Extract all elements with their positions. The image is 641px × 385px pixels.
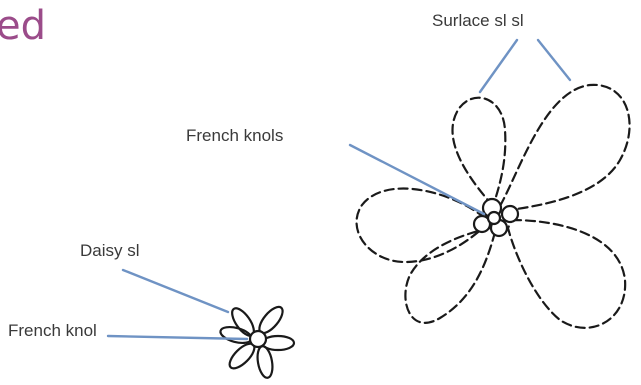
- large-flower-french-knots: [472, 197, 520, 238]
- label-surface-stitch: Surlace sl sl: [432, 11, 524, 30]
- french-knot-circle: [486, 210, 502, 226]
- leader-surface-right: [536, 38, 572, 82]
- leader-daisy: [121, 268, 230, 314]
- heading-fragment: ed: [0, 3, 46, 49]
- large-flower-petal-right: [506, 218, 627, 329]
- small-daisy-flower: [219, 305, 296, 379]
- french-knot-circle: [472, 214, 492, 234]
- large-flower-petal-left: [355, 187, 487, 264]
- leader-french-knot: [106, 334, 249, 341]
- leader-lines: [106, 38, 572, 341]
- label-daisy-stitch: Daisy sl: [80, 241, 140, 260]
- label-french-knot: French knol: [8, 321, 97, 340]
- large-flower: [355, 83, 631, 329]
- leader-surface-left: [478, 38, 519, 94]
- large-flower-petal-top-left: [451, 96, 507, 209]
- leader-french-knots: [348, 143, 486, 216]
- label-french-knots: French knols: [186, 126, 284, 145]
- french-knot-circle: [500, 204, 520, 224]
- large-flower-petal-bottom: [404, 226, 497, 324]
- large-flower-petal-top-right: [498, 83, 631, 212]
- daisy-centre-knot: [248, 329, 268, 349]
